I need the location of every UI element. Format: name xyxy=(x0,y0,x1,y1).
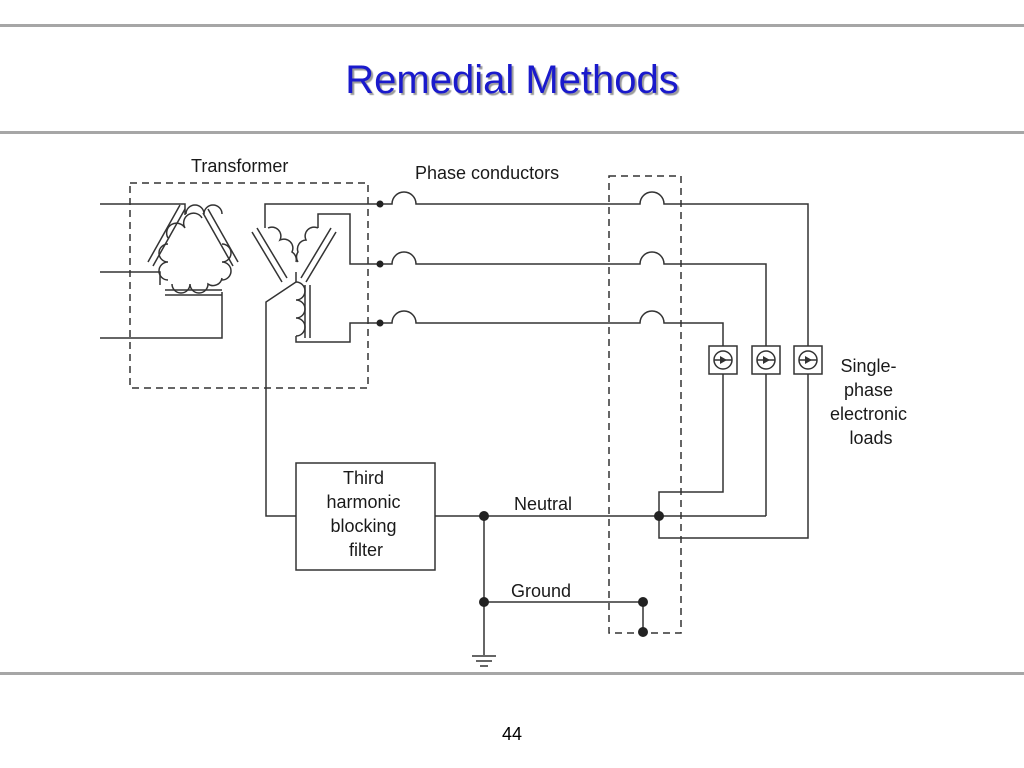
junction-dots xyxy=(376,200,664,637)
filter-label: Third harmonic blocking filter xyxy=(326,468,405,560)
top-rule xyxy=(0,24,1024,27)
filter-label-line: Third xyxy=(343,468,384,488)
load-label-line: loads xyxy=(849,428,892,448)
phase-conductors xyxy=(372,191,809,346)
load-label-line: phase xyxy=(844,380,893,400)
transformer-label: Transformer xyxy=(191,156,288,176)
phase-conductors-label: Phase conductors xyxy=(415,163,559,183)
transformer-box xyxy=(129,182,369,389)
filter-label-line: filter xyxy=(349,540,383,560)
filter-label-line: harmonic xyxy=(326,492,400,512)
neutral-label: Neutral xyxy=(514,494,572,514)
panel-box xyxy=(608,175,682,634)
load-label-line: Single- xyxy=(840,356,896,376)
title-underline-rule xyxy=(0,131,1024,134)
filter-label-line: blocking xyxy=(330,516,396,536)
page-number: 44 xyxy=(501,724,523,744)
page-title: Remedial Methods xyxy=(345,58,679,102)
ground-label: Ground xyxy=(511,581,571,601)
single-phase-loads-label: Single- phase electronic loads xyxy=(830,356,912,448)
wye-secondary-winding xyxy=(251,203,372,517)
load-3-icon xyxy=(793,345,823,375)
load-1-icon xyxy=(708,345,738,375)
primary-leads xyxy=(100,203,223,339)
bottom-rule xyxy=(0,672,1024,675)
load-label-line: electronic xyxy=(830,404,907,424)
ground-symbol xyxy=(472,655,496,667)
delta-primary-winding xyxy=(147,204,239,296)
load-2-icon xyxy=(751,345,781,375)
